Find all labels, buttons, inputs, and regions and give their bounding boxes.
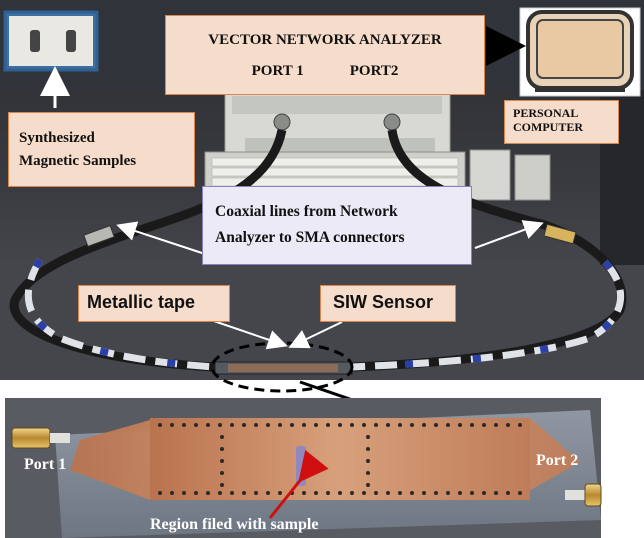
personal-computer-label: PERSONAL COMPUTER bbox=[504, 100, 619, 144]
siw-sensor-text: SIW Sensor bbox=[333, 292, 434, 312]
samples-line1: Synthesized bbox=[19, 130, 95, 146]
personal-text: PERSONAL bbox=[513, 106, 579, 120]
region-label: Region filed with sample bbox=[150, 516, 319, 533]
coax-line1: Coaxial lines from Network bbox=[215, 203, 398, 220]
metallic-tape-text: Metallic tape bbox=[87, 292, 196, 312]
siw-sensor-on-table bbox=[210, 341, 354, 393]
coaxial-lines-label: Coaxial lines from Network Analyzer to S… bbox=[202, 186, 472, 265]
samples-line2: Magnetic Samples bbox=[19, 153, 137, 170]
coax-left-arrow bbox=[116, 221, 206, 255]
network-analyzer-label: VECTOR NETWORK ANALYZER PORT 1 PORT2 bbox=[165, 15, 485, 95]
computer-monitor-icon bbox=[519, 7, 641, 97]
port1-label: Port 1 bbox=[24, 456, 67, 473]
metallic-tape-arrow bbox=[204, 317, 288, 350]
coax-right-arrow bbox=[474, 220, 544, 249]
analyzer-title: VECTOR NETWORK ANALYZER bbox=[208, 32, 442, 48]
siw-sensor-arrow bbox=[288, 321, 343, 349]
port2-label: Port 2 bbox=[536, 452, 579, 469]
coax-line2: Analyzer to SMA connectors bbox=[215, 229, 405, 247]
metallic-tape-label: Metallic tape bbox=[78, 285, 230, 322]
analyzer-port1-label: PORT 1 bbox=[251, 63, 304, 80]
region-arrow bbox=[268, 449, 329, 519]
siw-sensor-label: SIW Sensor bbox=[320, 285, 456, 322]
synthesized-samples-label: Synthesized Magnetic Samples bbox=[8, 112, 195, 187]
siw-board-closeup bbox=[5, 398, 602, 538]
computer-text: COMPUTER bbox=[513, 119, 583, 134]
analyzer-port2-label: PORT2 bbox=[349, 63, 399, 80]
samples-inset bbox=[3, 10, 99, 108]
